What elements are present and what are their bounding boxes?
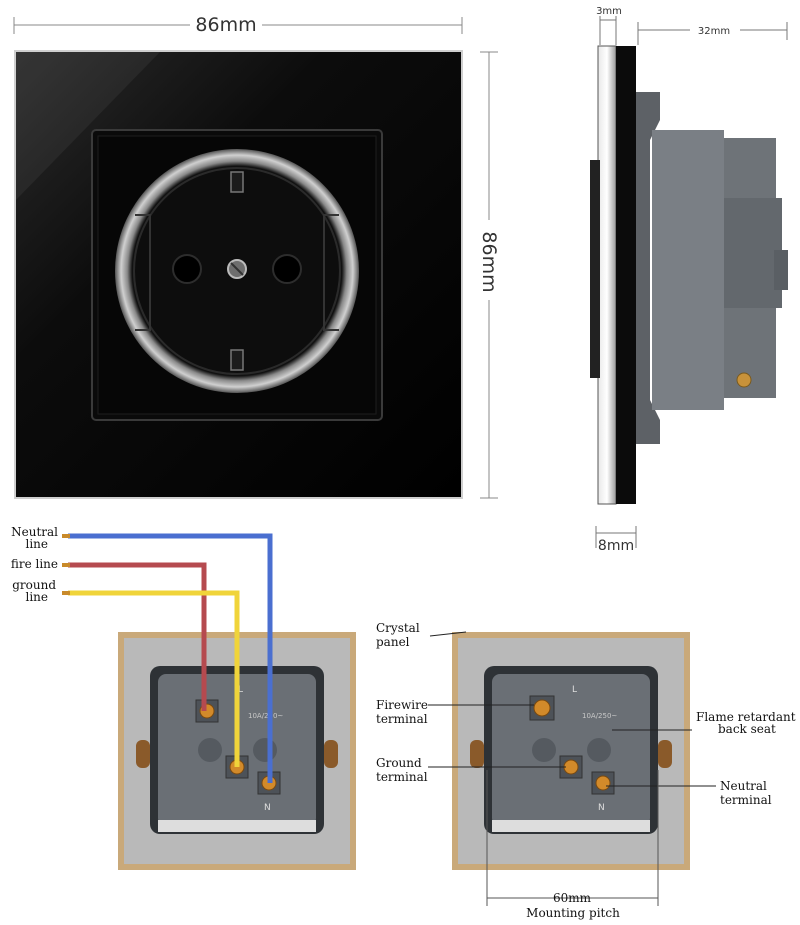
side-clip	[774, 250, 788, 290]
live-mark-left: L	[238, 685, 243, 695]
mount-hole-left	[136, 740, 150, 768]
back-view-labeled: L N 10A/250~ Crystal panel Firewire term…	[376, 621, 796, 920]
depth-dimension: 32mm	[637, 22, 788, 45]
socket-notch-right	[323, 214, 339, 331]
neutral-line-label-1: Neutral	[11, 525, 58, 539]
ground-line-label-1: ground	[12, 578, 56, 592]
live-mark-right: L	[572, 685, 577, 695]
glass-thickness-label: 3mm	[596, 6, 622, 17]
rating-mark-left: 10A/250~	[248, 712, 283, 720]
ground-screw-right	[563, 759, 579, 775]
mount-hole-right	[324, 740, 338, 768]
flame-back-seat-label-1: Flame retardant	[696, 710, 796, 724]
firewire-terminal-label-1: Firewire	[376, 698, 428, 712]
mounting-pitch-caption: Mounting pitch	[526, 906, 620, 920]
front-width-dimension: 86mm	[13, 14, 463, 36]
post-b-right	[587, 738, 611, 762]
ground-wire	[68, 590, 240, 767]
mounting-pitch-dimension: 60mm Mounting pitch	[486, 770, 659, 920]
crystal-panel-label-1: Crystal	[376, 621, 420, 635]
frame-thickness-dimension: 8mm	[595, 526, 637, 554]
neutral-wire	[68, 533, 273, 783]
side-view: 3mm 32mm 8mm	[590, 6, 788, 554]
side-plate	[616, 46, 636, 504]
back-housing-rim-right	[492, 820, 650, 832]
side-terminal-screw	[736, 372, 752, 388]
live-screw-right	[533, 699, 551, 717]
mount-hole-left-2	[470, 740, 484, 768]
frame-thickness-label: 8mm	[598, 538, 634, 554]
ground-terminal-label-1: Ground	[376, 756, 422, 770]
rating-mark-right: 10A/250~	[582, 712, 617, 720]
flame-back-seat-label-2: back seat	[718, 722, 776, 736]
side-glass	[597, 45, 617, 505]
front-height-dimension: 86mm	[478, 51, 500, 499]
back-housing-right	[492, 674, 650, 826]
neutral-screw-right	[595, 775, 611, 791]
crystal-panel-label-2: panel	[376, 635, 410, 649]
post-b-left	[253, 738, 277, 762]
mounting-pitch-value: 60mm	[553, 891, 592, 905]
mount-hole-right-2	[658, 740, 672, 768]
ground-clip-bottom	[230, 349, 244, 371]
pin-hole-left	[172, 254, 202, 284]
post-a-right	[532, 738, 556, 762]
post-a-left	[198, 738, 222, 762]
ground-terminal-label-2: terminal	[376, 770, 428, 784]
side-housing-upper	[724, 138, 776, 198]
back-housing-rim-left	[158, 820, 316, 832]
back-view-wiring: L N 10A/250~ Neutral line fire line grou…	[11, 525, 356, 870]
fire-line-label: fire line	[11, 557, 58, 571]
neutral-mark-right: N	[598, 803, 605, 813]
side-housing	[652, 130, 724, 410]
neutral-terminal-label-1: Neutral	[720, 779, 767, 793]
fire-wire	[68, 562, 207, 711]
front-height-label: 86mm	[478, 231, 500, 292]
pin-hole-right	[272, 254, 302, 284]
firewire-terminal-label-2: terminal	[376, 712, 428, 726]
side-housing-middle	[724, 198, 782, 308]
neutral-line-label-2: line	[25, 537, 48, 551]
neutral-terminal-label-2: terminal	[720, 793, 772, 807]
ground-clip-top	[230, 171, 244, 193]
glass-thickness-dimension: 3mm	[596, 6, 622, 45]
ground-line-label-2: line	[25, 590, 48, 604]
socket-notch-left	[135, 214, 151, 331]
side-lip	[590, 160, 600, 378]
front-view: 86mm 86mm	[13, 14, 500, 499]
depth-label: 32mm	[698, 26, 730, 37]
neutral-mark-left: N	[264, 803, 271, 813]
front-width-label: 86mm	[195, 14, 256, 36]
mount-bracket	[636, 92, 660, 444]
